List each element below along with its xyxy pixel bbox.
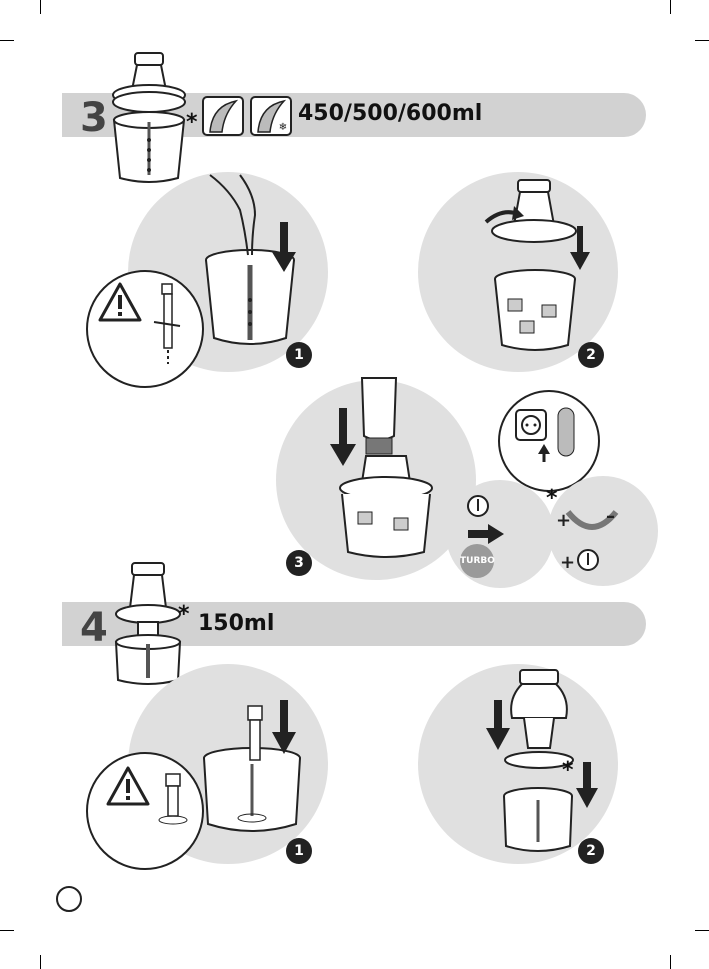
crop-mark [670, 955, 671, 969]
bowl-icon [490, 265, 580, 355]
capacity-label: 150ml [198, 611, 274, 637]
speed-plus: + [556, 510, 571, 531]
capacity-label: 450/500/600ml [298, 101, 482, 127]
warning-icon [98, 282, 142, 322]
crop-mark [0, 930, 14, 931]
chopper-large-icon [104, 50, 194, 185]
crop-mark [695, 40, 709, 41]
warning-icon [106, 766, 150, 806]
speed-minus: – [606, 506, 615, 527]
page-number-circle [56, 886, 82, 912]
speed-plus: + [560, 552, 575, 573]
blade-icon [202, 96, 244, 136]
chopper-assembled-icon [336, 452, 436, 562]
blade-insert-icon [240, 706, 270, 766]
hand-icon [200, 170, 280, 260]
power-button-icon [466, 494, 490, 518]
optional-mark: * [178, 604, 190, 626]
crop-mark [40, 955, 41, 969]
chopper-small-icon [110, 560, 186, 688]
arrow-icon [570, 226, 590, 270]
section-number: 4 [80, 608, 108, 648]
step-badge: 1 [286, 838, 312, 864]
ice-blade-icon: ❄ [250, 96, 292, 136]
step-badge: 1 [286, 342, 312, 368]
plug-icon [514, 406, 578, 470]
curved-arrow-icon [484, 204, 524, 228]
arrow-icon [486, 700, 510, 750]
arrow-icon [468, 524, 504, 544]
optional-mark: * [562, 760, 574, 782]
step-badge: 3 [286, 550, 312, 576]
step-badge: 2 [578, 342, 604, 368]
step-badge: 2 [578, 838, 604, 864]
crop-mark [670, 0, 671, 14]
optional-mark: * [186, 112, 198, 134]
arrow-icon [272, 222, 296, 272]
crop-mark [695, 930, 709, 931]
blade-insert-icon [150, 282, 186, 366]
power-button-icon [576, 548, 600, 572]
crop-mark [0, 40, 14, 41]
blade-insert-icon [156, 772, 190, 832]
arrow-icon [576, 762, 598, 808]
svg-text:❄: ❄ [279, 122, 287, 133]
crop-mark [40, 0, 41, 14]
motor-unit-icon [354, 378, 404, 458]
optional-mark: * [546, 488, 558, 510]
arrow-icon [272, 700, 296, 754]
turbo-button: TURBO [460, 544, 494, 578]
bowl-small-icon [500, 786, 576, 856]
